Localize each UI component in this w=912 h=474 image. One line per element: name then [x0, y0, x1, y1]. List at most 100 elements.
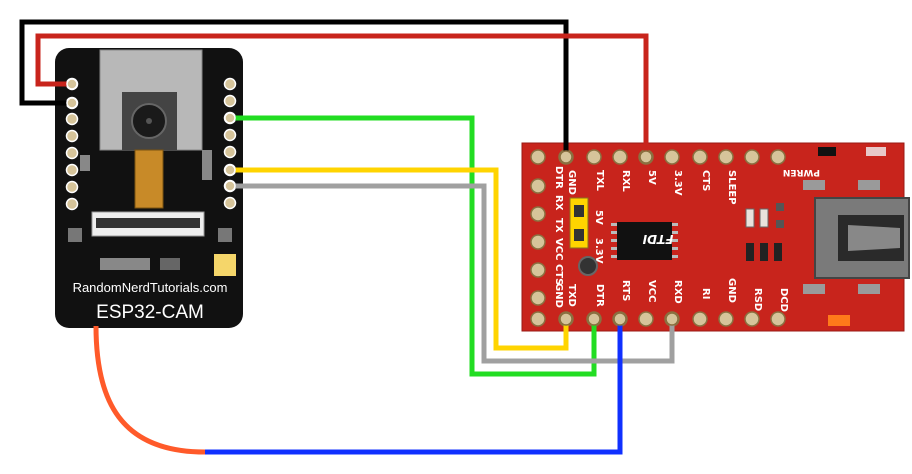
ftdi-pad	[530, 206, 546, 222]
ftdi-smd	[760, 243, 768, 261]
chip-lead	[611, 239, 617, 242]
esp32-smd	[160, 258, 180, 270]
esp32-smd	[218, 228, 232, 242]
ftdi-label-rts: RTS	[620, 280, 631, 301]
usb-tab	[803, 180, 825, 190]
ftdi-pad-gnd	[559, 150, 573, 164]
ftdi-pad	[718, 149, 734, 165]
ftdi-pad-txd	[559, 312, 573, 326]
esp32-pad	[65, 163, 79, 177]
ftdi-label-txd: TXD	[566, 284, 577, 307]
ftdi-pad	[638, 311, 654, 327]
ftdi-label-3v3-top: 3.3V	[672, 170, 683, 196]
ftdi-led	[866, 147, 886, 156]
esp32-left-pin-column	[65, 77, 79, 211]
ftdi-smd	[759, 208, 769, 228]
usb-tab	[858, 284, 880, 294]
ftdi-label-rxd: RXD	[672, 280, 683, 304]
ftdi-pad	[770, 149, 786, 165]
esp32-pad-u0txd	[224, 180, 236, 192]
ftdi-label-gnd-top: GND	[566, 170, 577, 195]
usb-tab	[803, 284, 825, 294]
wire-endpoints	[66, 78, 679, 326]
ftdi-smd	[776, 203, 784, 211]
esp32-pad	[65, 197, 79, 211]
ftdi-label-gnd-bottom: GND	[726, 278, 737, 303]
usb-connector	[803, 180, 910, 294]
ftdi-label-rx-left: RX	[553, 195, 564, 211]
esp32-pad	[65, 146, 79, 160]
ftdi-smd	[745, 208, 755, 228]
esp32-pad	[223, 94, 237, 108]
ftdi-pad	[530, 290, 546, 306]
chip-lead	[611, 247, 617, 250]
ftdi-label-rxl: RXL	[620, 170, 631, 192]
wires	[19, 19, 675, 455]
ftdi-pad-rxd	[665, 312, 679, 326]
ftdi-label-cts-top: CTS	[700, 170, 711, 191]
esp32-pad	[65, 112, 79, 126]
ftdi-pad	[692, 311, 708, 327]
ftdi-jumper-label-5v: 5V	[593, 210, 604, 225]
ftdi-pad	[530, 234, 546, 250]
ftdi-pad-rts	[613, 312, 627, 326]
ftdi-orange-pad	[828, 315, 850, 326]
ftdi-pad	[612, 149, 628, 165]
wire-red-5v	[35, 33, 649, 157]
ftdi-smd	[746, 243, 754, 261]
ftdi-pad	[530, 311, 546, 327]
ftdi-label-dtr: DTR	[594, 284, 605, 307]
ftdi-label-vcc: VCC	[646, 280, 657, 302]
ftdi-component	[578, 256, 598, 276]
esp32-pad	[65, 180, 79, 194]
ftdi-smd	[776, 220, 784, 228]
ftdi-pad	[692, 149, 708, 165]
wire-gray	[230, 183, 675, 364]
ftdi-board: GND TXL RXL 5V 3.3V CTS SLEEP PWREN DTR …	[521, 142, 910, 332]
camera-ribbon-cable	[134, 149, 164, 209]
esp32-pad	[223, 145, 237, 159]
ftdi-pad	[530, 149, 546, 165]
esp32-pad	[65, 129, 79, 143]
esp32-pad	[223, 196, 237, 210]
wire-green	[230, 115, 597, 377]
chip-lead	[611, 231, 617, 234]
flash-led	[214, 254, 236, 276]
chip-lead	[672, 231, 678, 234]
chip-lead	[611, 255, 617, 258]
wire-orange	[93, 325, 206, 455]
esp32-pad-5v	[66, 78, 78, 90]
wire-yellow	[230, 167, 569, 351]
ftdi-label-5v-top: 5V	[646, 170, 657, 185]
ftdi-chip-label: FTDI	[642, 232, 673, 246]
esp32-smd	[100, 258, 150, 270]
ftdi-label-dtr-left: DTR	[553, 166, 564, 189]
ftdi-label-ri: RI	[700, 288, 711, 299]
ftdi-label-cts-left: CTS	[553, 264, 564, 285]
ftdi-pad	[770, 311, 786, 327]
ftdi-pad-5v	[639, 150, 653, 164]
ftdi-top-connector	[818, 147, 836, 156]
ftdi-label-tx-left: TX	[553, 218, 564, 233]
camera-connector-slot	[96, 218, 200, 228]
esp32-smd	[68, 228, 82, 242]
esp32-pad-gnd	[66, 97, 78, 109]
ftdi-label-pwren: PWREN	[783, 167, 820, 177]
chip-lead	[672, 255, 678, 258]
chip-lead	[672, 247, 678, 250]
usb-tab	[858, 180, 880, 190]
esp32-smd	[80, 155, 90, 171]
esp32-model-label: ESP32-CAM	[96, 302, 204, 323]
esp32-pad-io0	[224, 112, 236, 124]
ftdi-jumper-pin	[574, 205, 584, 217]
ftdi-jumper-pin	[574, 229, 584, 241]
ftdi-pad	[664, 149, 680, 165]
chip-lead	[672, 239, 678, 242]
chip-lead	[672, 223, 678, 226]
ftdi-label-txl: TXL	[594, 170, 605, 192]
ftdi-pad	[530, 262, 546, 278]
ftdi-pad	[530, 178, 546, 194]
wire-black-gnd	[19, 19, 569, 157]
esp32-cam-board: RandomNerdTutorials.com ESP32-CAM	[55, 48, 243, 328]
